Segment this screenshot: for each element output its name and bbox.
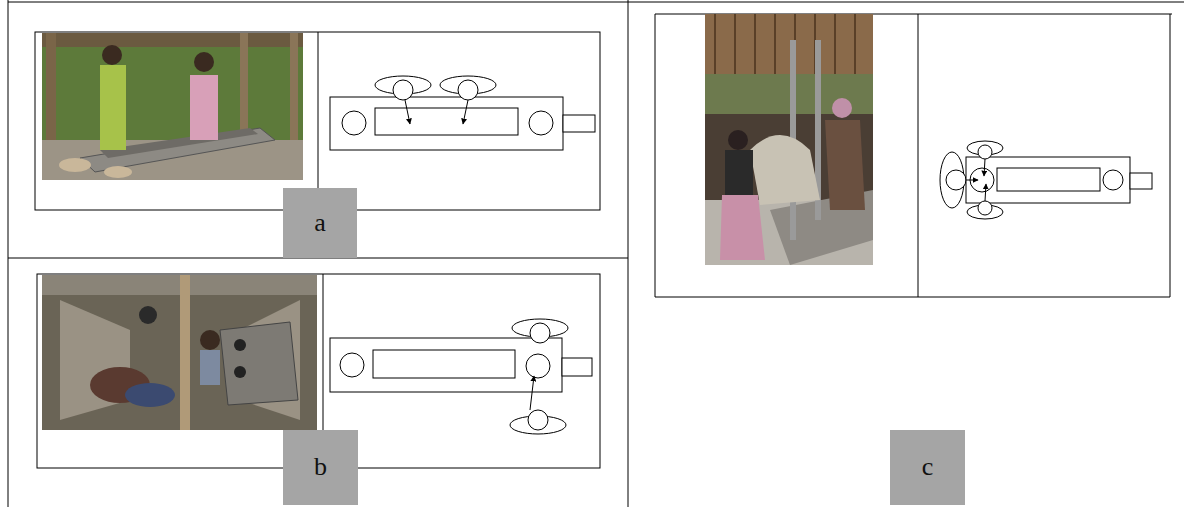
- frame-lines: [8, 0, 1184, 507]
- photo-b: [42, 275, 317, 430]
- trough-schematic-b: [330, 319, 592, 434]
- panel-letter: b: [314, 453, 327, 482]
- panel-letter: c: [922, 453, 934, 482]
- panel-label-box: c: [890, 430, 965, 505]
- panel-letter: a: [314, 209, 326, 238]
- photo-a: [42, 33, 303, 180]
- trough-schematic-c: [940, 141, 1152, 219]
- panel-label-box: b: [283, 430, 358, 505]
- panel-label-box: a: [283, 188, 357, 258]
- photo-c: [705, 14, 873, 265]
- trough-schematic-a: [330, 76, 595, 150]
